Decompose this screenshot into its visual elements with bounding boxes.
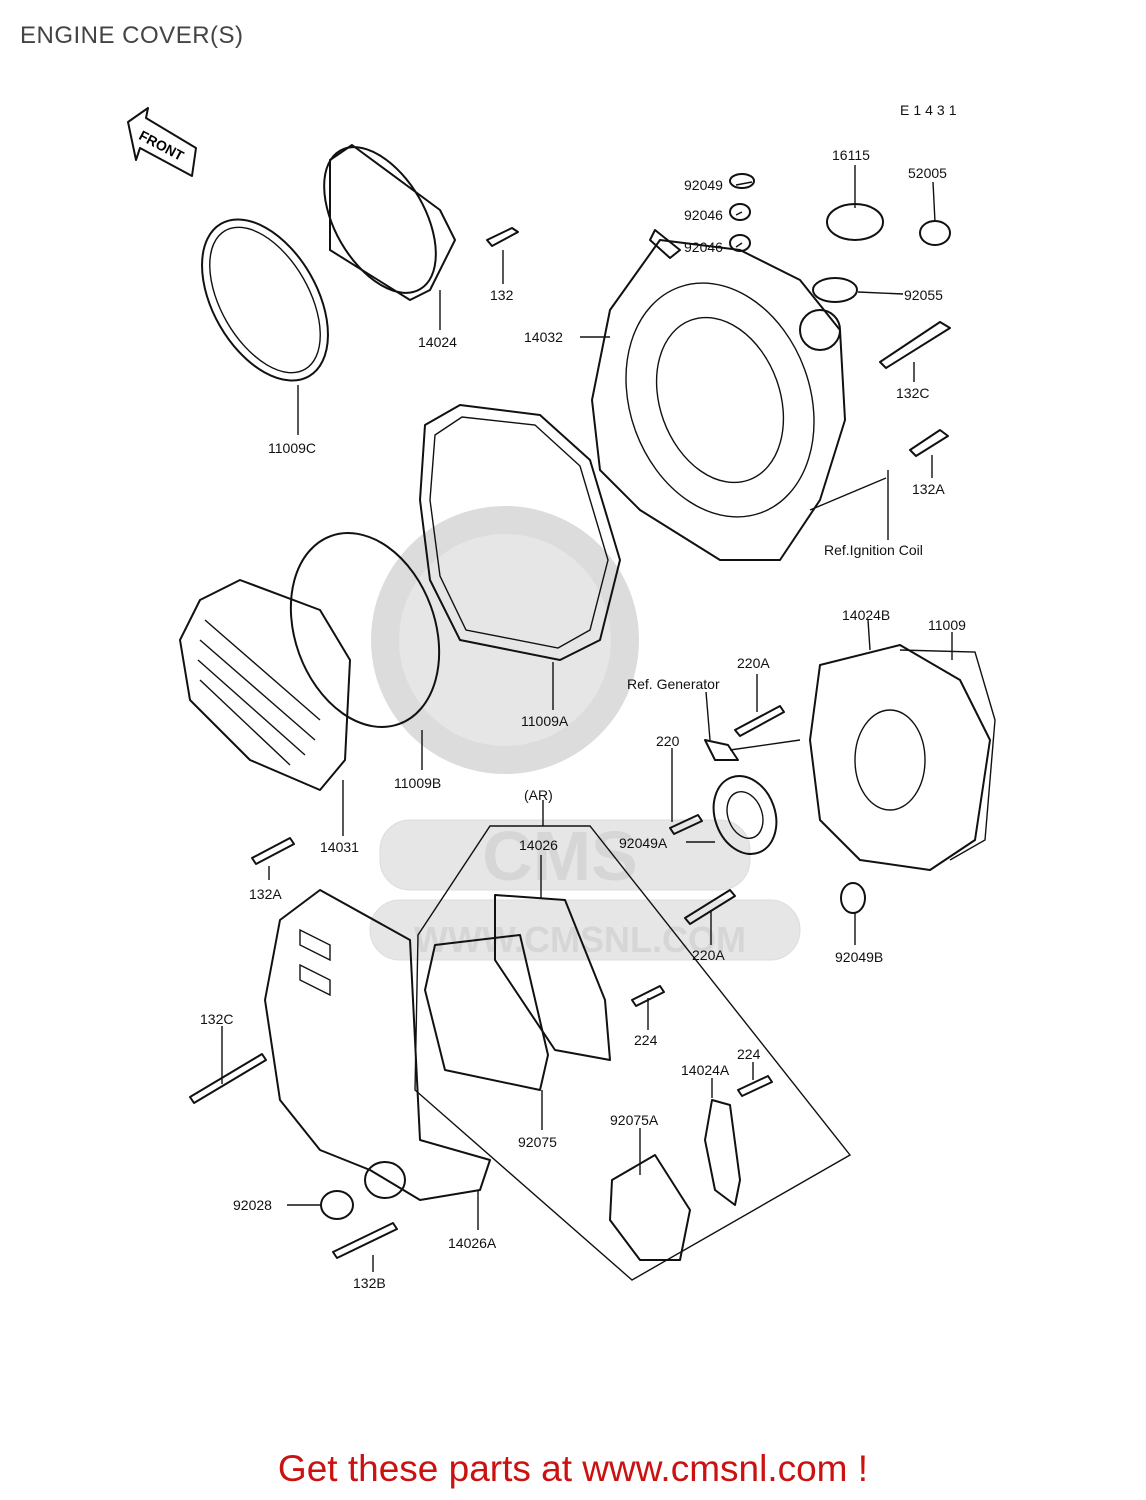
ar-group-outline: [414, 825, 852, 1281]
oil-cap-16115: [826, 203, 884, 241]
callout-92075a: 92075A: [610, 1112, 659, 1128]
bolt-224-a: [631, 985, 665, 1007]
callout-224-a: 224: [634, 1032, 658, 1048]
bolt-132: [486, 227, 519, 247]
callout-14024: 14024: [418, 334, 457, 350]
cover-14024b: [809, 644, 996, 871]
callout-92055: 92055: [904, 287, 943, 303]
bolt-132c-top: [879, 321, 951, 369]
generator-bracket: [704, 739, 739, 761]
collar-92046-a: [729, 203, 751, 221]
ar-group-label: (AR): [524, 787, 553, 803]
callout-132a-right: 132A: [912, 481, 945, 497]
page-title: ENGINE COVER(S): [20, 22, 244, 49]
plate-92075: [424, 934, 549, 1091]
callout-220a-lower: 220A: [692, 947, 725, 963]
collar-92046-b: [729, 234, 751, 252]
callout-132: 132: [490, 287, 514, 303]
bolt-132c-left: [189, 1053, 267, 1104]
footer-link[interactable]: Get these parts at www.cmsnl.com !: [277, 1448, 869, 1489]
callout-ref-generator: Ref. Generator: [627, 676, 720, 692]
callout-220a-upper: 220A: [737, 655, 770, 671]
cover-14026: [494, 894, 611, 1061]
bolt-132a-left: [251, 837, 295, 865]
front-badge-label: FRONT: [136, 127, 186, 164]
diagram-code: E1431: [900, 102, 960, 118]
callout-92046-a: 92046: [684, 207, 723, 223]
seal-92049b: [840, 882, 866, 914]
callout-14026: 14026: [519, 837, 558, 853]
bolt-220: [669, 814, 703, 835]
front-arrow-icon: FRONT: [127, 107, 197, 177]
cover-92075a: [609, 1154, 691, 1261]
washer-92049: [729, 173, 755, 189]
cover-14024: [323, 144, 456, 301]
callout-14032: 14032: [524, 329, 563, 345]
callout-11009: 11009: [928, 617, 966, 633]
seal-92049a: [712, 775, 778, 855]
callout-11009c: 11009C: [268, 440, 316, 456]
watermark-brand: CMS: [482, 817, 638, 895]
callout-132b: 132B: [353, 1275, 386, 1291]
callout-132c-left: 132C: [200, 1011, 233, 1027]
oring-92055: [812, 277, 858, 303]
seal-52005: [919, 220, 951, 246]
leader-lines: [221, 165, 953, 1272]
callout-14026a: 14026A: [448, 1235, 497, 1251]
callout-52005: 52005: [908, 165, 947, 181]
callout-92049a: 92049A: [619, 835, 668, 851]
callout-11009b: 11009B: [394, 775, 441, 791]
callout-92028: 92028: [233, 1197, 272, 1213]
callout-92049: 92049: [684, 177, 723, 193]
gasket-11009a: [419, 404, 621, 661]
callout-16115: 16115: [832, 147, 870, 163]
gasket-11009b: [289, 532, 441, 728]
callout-14031: 14031: [320, 839, 359, 855]
bolt-220a-upper: [734, 705, 785, 737]
bolt-132a-right: [909, 429, 949, 457]
gasket-11009c: [201, 218, 329, 382]
collar-92028: [320, 1190, 354, 1220]
callout-11009a: 11009A: [521, 713, 569, 729]
clutch-cover-14032: [591, 229, 846, 561]
cms-watermark: CMS WWW.CMSNL.COM: [369, 506, 801, 961]
bracket-14024a: [704, 1099, 741, 1206]
callout-132a-left: 132A: [249, 886, 282, 902]
callout-224-b: 224: [737, 1046, 761, 1062]
callout-220: 220: [656, 733, 680, 749]
bolt-132b: [332, 1222, 398, 1259]
callout-14024a: 14024A: [681, 1062, 730, 1078]
bolt-220a-lower: [684, 889, 736, 925]
callout-14024b: 14024B: [842, 607, 890, 623]
callout-92075: 92075: [518, 1134, 557, 1150]
callout-labels: 92049 92046 92046 16115 52005 92055 132 …: [200, 147, 966, 1291]
callout-92046-b: 92046: [684, 239, 723, 255]
bolt-224-b: [737, 1075, 773, 1097]
callout-92049b: 92049B: [835, 949, 883, 965]
callout-ref-ignition-coil: Ref.Ignition Coil: [824, 542, 923, 558]
generator-cover-14031: [179, 579, 351, 791]
sprocket-cover-14026a: [264, 889, 491, 1201]
callout-132c-top: 132C: [896, 385, 929, 401]
